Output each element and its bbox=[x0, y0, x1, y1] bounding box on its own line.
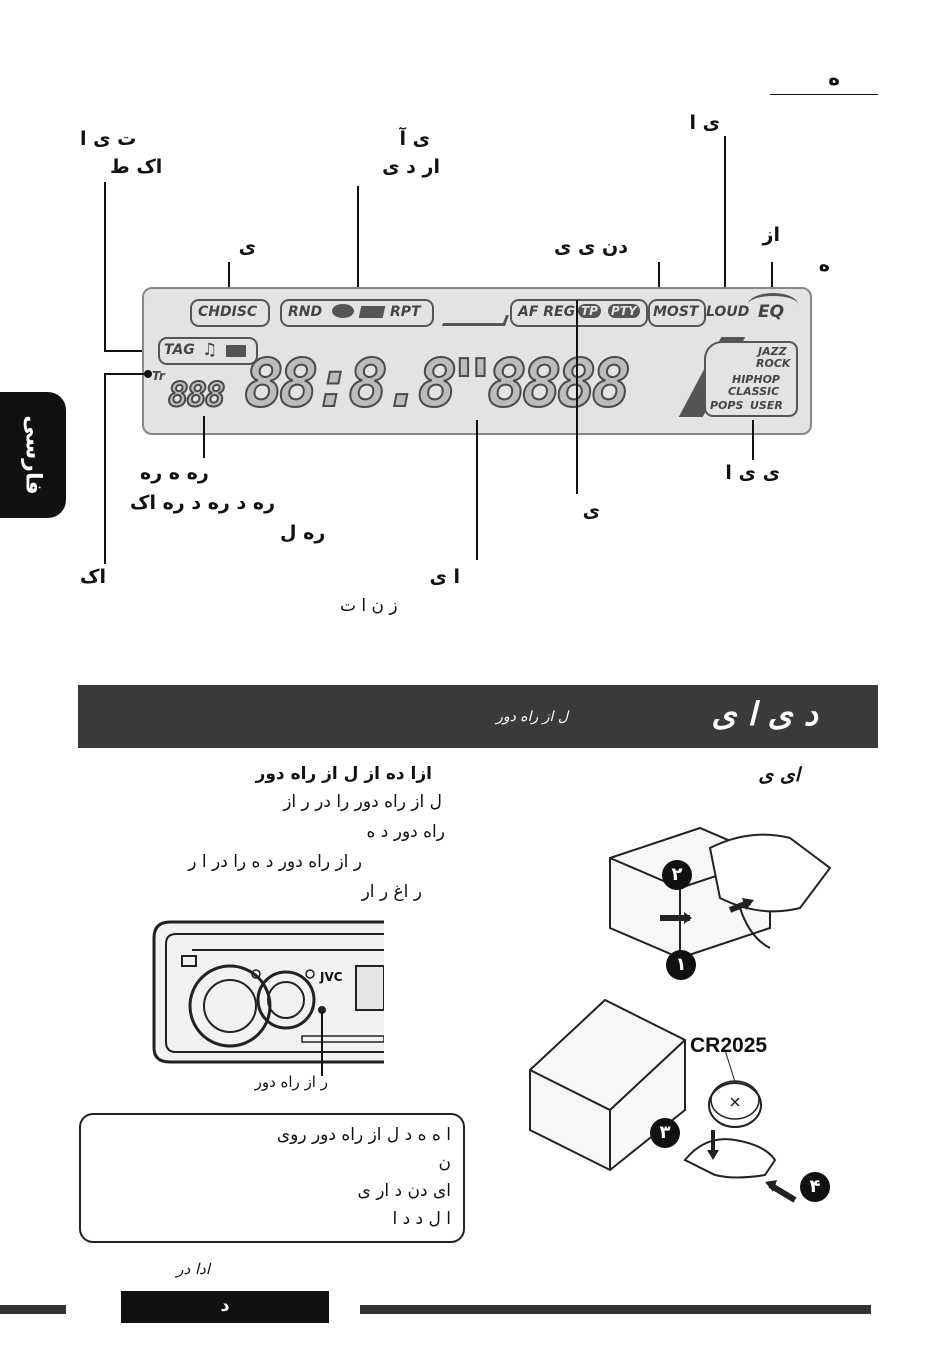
note-line-4: ا ل د د ا bbox=[392, 1209, 451, 1229]
label-bottom-left-4: اک bbox=[80, 566, 106, 588]
note-line-2: ن bbox=[438, 1153, 451, 1173]
page-header-title: ه bbox=[828, 66, 840, 90]
step-3-badge: ۳ bbox=[650, 1118, 680, 1148]
left-para-3: ر از راه دور د ه را در ا ر bbox=[188, 852, 362, 872]
step-1-badge: ۱ bbox=[666, 950, 696, 980]
side-tab-label: فارسی bbox=[20, 415, 46, 495]
footer-bar-right bbox=[360, 1305, 871, 1314]
lcd-loud: LOUD bbox=[706, 304, 750, 320]
label-top-mid-2: ار د ی bbox=[382, 156, 440, 178]
lcd-rnd: RND bbox=[288, 304, 323, 320]
leader-tag bbox=[104, 182, 106, 352]
label-bottom-left-1: ره ه ره bbox=[140, 462, 209, 484]
lcd-chdisc: CHDISC bbox=[198, 304, 258, 320]
language-side-tab: فارسی bbox=[0, 392, 66, 518]
folder-small-icon bbox=[226, 345, 246, 357]
leader-small-digits bbox=[203, 416, 205, 458]
banner-subtitle: ل از راه دور bbox=[496, 709, 568, 725]
leader-pty bbox=[576, 300, 578, 494]
label-bottom-mid-2: ز ن ا ت bbox=[340, 596, 398, 616]
note-box: ا ه ه د ل از راه دور روی ن ای دن د ار ی … bbox=[79, 1113, 465, 1243]
lcd-tag: TAG bbox=[164, 342, 195, 358]
leader-tr bbox=[104, 374, 106, 564]
label-top-right-1: ی ا bbox=[689, 112, 720, 134]
head-unit-illustration bbox=[152, 920, 384, 1064]
label-right-az: از bbox=[762, 224, 780, 246]
continued-note: ادا در bbox=[176, 1260, 210, 1278]
lcd-bracket-decoration bbox=[441, 315, 510, 326]
header-rule bbox=[770, 94, 878, 95]
left-heading: ازا ده از ل از راه دور bbox=[255, 764, 432, 784]
leader-tr-dot bbox=[144, 370, 152, 378]
leader-eq bbox=[771, 262, 773, 296]
step-4-badge: ۴ bbox=[800, 1172, 830, 1202]
lcd-pops: POPS bbox=[710, 399, 744, 412]
lcd-main-digits: 88:8.8"8888 bbox=[243, 344, 632, 423]
label-mid: دن ی ی bbox=[553, 236, 628, 258]
folder-icon bbox=[358, 306, 386, 318]
label-bottom-left-2: ره د ره د ره اک bbox=[130, 492, 276, 514]
lcd-eq-arc bbox=[748, 293, 798, 316]
lcd-most: MOST bbox=[653, 304, 699, 320]
lcd-rpt: RPT bbox=[390, 304, 421, 320]
leader-chdisc bbox=[228, 262, 230, 296]
label-top-left-2: اک ط bbox=[110, 156, 163, 178]
lcd-small-digits: 888 bbox=[167, 374, 226, 416]
banner-title: د ی ا ی bbox=[711, 695, 818, 733]
label-bottom-right-1: ی ی ا bbox=[725, 462, 780, 484]
leader-most bbox=[658, 262, 660, 298]
lcd-tr: Tr bbox=[152, 369, 165, 383]
footer-page-label: د bbox=[220, 1295, 230, 1316]
leader-rnd bbox=[357, 186, 359, 298]
sensor-caption: ر از راه دور bbox=[254, 1073, 328, 1091]
lcd-display-panel: CHDISC RND RPT AF REG TP PTY MOST LOUD E… bbox=[142, 287, 812, 435]
lcd-chdisc-box: CHDISC bbox=[190, 299, 270, 327]
label-chdisc: ی bbox=[238, 236, 256, 258]
music-note-icon: ♫ bbox=[202, 340, 218, 360]
lcd-rock: ROCK bbox=[756, 357, 791, 370]
battery-label: CR2025 bbox=[690, 1034, 768, 1057]
jvc-logo: JVC bbox=[320, 970, 343, 984]
lcd-user: USER bbox=[750, 399, 783, 412]
lcd-eq-mode-box: JAZZ ROCK HIPHOP CLASSIC POPS USER bbox=[704, 341, 798, 417]
lcd-tag-box: TAG ♫ bbox=[158, 337, 258, 365]
note-line-3: ای دن د ار ی bbox=[357, 1181, 451, 1201]
right-heading: ای ی bbox=[758, 764, 800, 786]
label-right-h: ه bbox=[818, 254, 830, 276]
lcd-af-reg: AF REG bbox=[518, 304, 576, 320]
leader-tr-h bbox=[104, 373, 148, 375]
leader-main-digits bbox=[476, 420, 478, 560]
label-bottom-mid-1: ا ی bbox=[429, 566, 460, 588]
step-2-badge: ۲ bbox=[662, 860, 692, 890]
sensor-leader bbox=[321, 1012, 323, 1076]
note-line-1: ا ه ه د ل از راه دور روی bbox=[276, 1125, 451, 1145]
footer-bar-left bbox=[0, 1305, 66, 1314]
lcd-rnd-rpt-box: RND RPT bbox=[280, 299, 434, 327]
lcd-pty: PTY bbox=[608, 304, 640, 318]
leader-tag-h bbox=[104, 350, 160, 352]
remote-open-illustration bbox=[609, 826, 832, 960]
label-top-left-1: ت ی ا bbox=[80, 128, 137, 150]
leader-pops bbox=[752, 420, 754, 460]
label-bottom-right-2: ی bbox=[582, 500, 600, 522]
label-bottom-left-3: ره ل bbox=[280, 522, 326, 544]
lcd-tp: TP bbox=[578, 304, 601, 318]
left-para-2: راه دور د ه bbox=[366, 822, 445, 842]
lcd-jazz: JAZZ bbox=[758, 345, 787, 358]
lcd-classic: CLASSIC bbox=[728, 385, 780, 398]
footer-page-box: د bbox=[121, 1291, 329, 1323]
section-banner: د ی ا ی ل از راه دور bbox=[78, 685, 878, 748]
lcd-af-reg-box: AF REG TP PTY bbox=[510, 299, 648, 327]
lcd-most-box: MOST bbox=[648, 299, 706, 327]
label-top-mid-1: ی آ bbox=[399, 128, 430, 150]
lcd-hiphop: HIPHOP bbox=[732, 373, 780, 386]
left-para-1: ل از راه دور را در ر از bbox=[283, 792, 442, 812]
left-para-4: ر اغ ر ار bbox=[361, 882, 422, 902]
leader-loud bbox=[724, 136, 726, 296]
battery-tray-illustration bbox=[529, 998, 797, 1203]
disc-icon bbox=[332, 304, 354, 318]
